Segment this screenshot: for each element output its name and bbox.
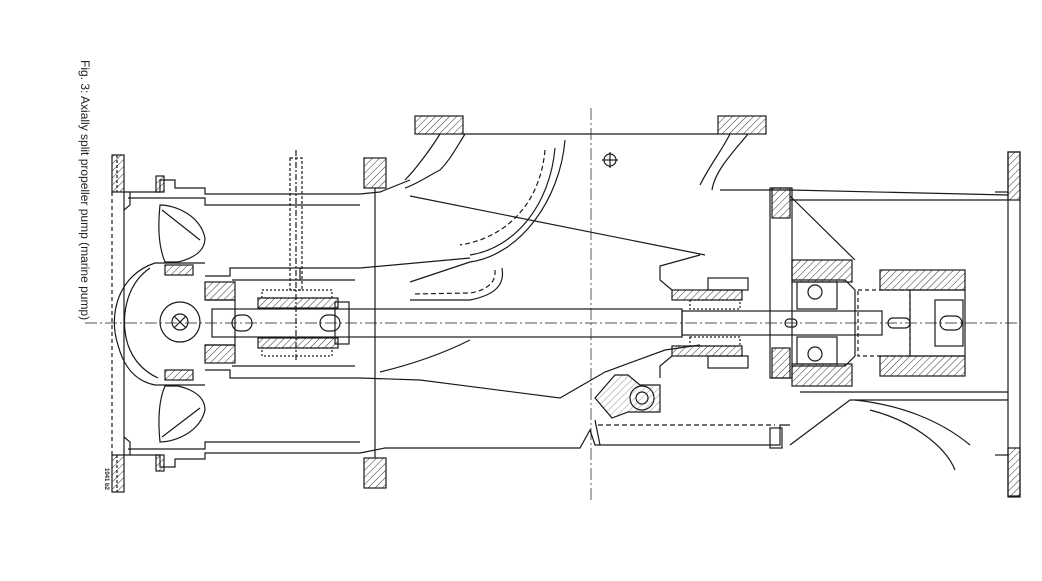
lower-casing (385, 374, 790, 449)
suction-casing (123, 175, 411, 472)
propeller-blades (158, 204, 206, 443)
coupling (857, 269, 966, 377)
diffuser-body (205, 257, 471, 381)
discharge-elbow (379, 115, 767, 399)
outlet-casing (720, 151, 1021, 498)
bearing-housing (769, 187, 856, 387)
middle-flange (363, 157, 387, 489)
stuffing-box-left (257, 150, 350, 360)
stuffing-box-right (659, 254, 749, 378)
propeller-hub (113, 262, 236, 386)
drawing-number: 1041 b2 (103, 468, 109, 491)
figure-caption: Fig. 3: Axially split propeller pump (ma… (78, 60, 92, 321)
